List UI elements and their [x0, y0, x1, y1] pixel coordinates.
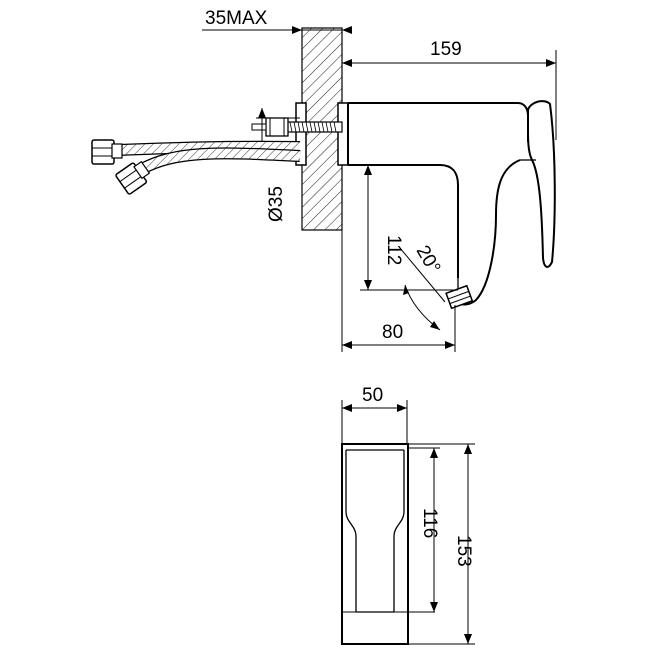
- dim-80: 80: [382, 322, 403, 343]
- dim-112: 112: [383, 235, 404, 265]
- dim-35max: 35MAX: [205, 8, 268, 29]
- front-body: [341, 443, 435, 645]
- dim-116: 116: [419, 508, 440, 538]
- flexible-hoses: [91, 139, 301, 195]
- front-view: 50 116 153: [341, 385, 475, 645]
- hose-nut-upper: [91, 139, 115, 165]
- threaded-rod: [251, 117, 343, 137]
- inner-height-dimension: 116: [408, 447, 440, 612]
- height-dimension: 112: [360, 165, 458, 291]
- dim-153: 153: [453, 535, 474, 567]
- dim-159: 159: [430, 39, 462, 60]
- dim-50: 50: [362, 385, 383, 406]
- wall-thickness-dimension: 35MAX: [202, 8, 352, 34]
- wall-plate: [337, 102, 349, 166]
- mounting-flange: [295, 102, 307, 166]
- projection-dimension: 159: [341, 39, 557, 140]
- angle-dimension: 20°: [399, 242, 446, 331]
- width-dimension: 50: [341, 385, 408, 445]
- dim-diameter-35: Ø35: [266, 186, 287, 222]
- total-height-dimension: 153: [408, 443, 475, 645]
- faucet-body: [347, 100, 556, 310]
- aerator: [445, 284, 474, 310]
- reach-dimension: 80: [341, 165, 456, 352]
- side-view: 35MAX 159: [91, 8, 557, 352]
- dim-20-degrees: 20°: [412, 242, 445, 277]
